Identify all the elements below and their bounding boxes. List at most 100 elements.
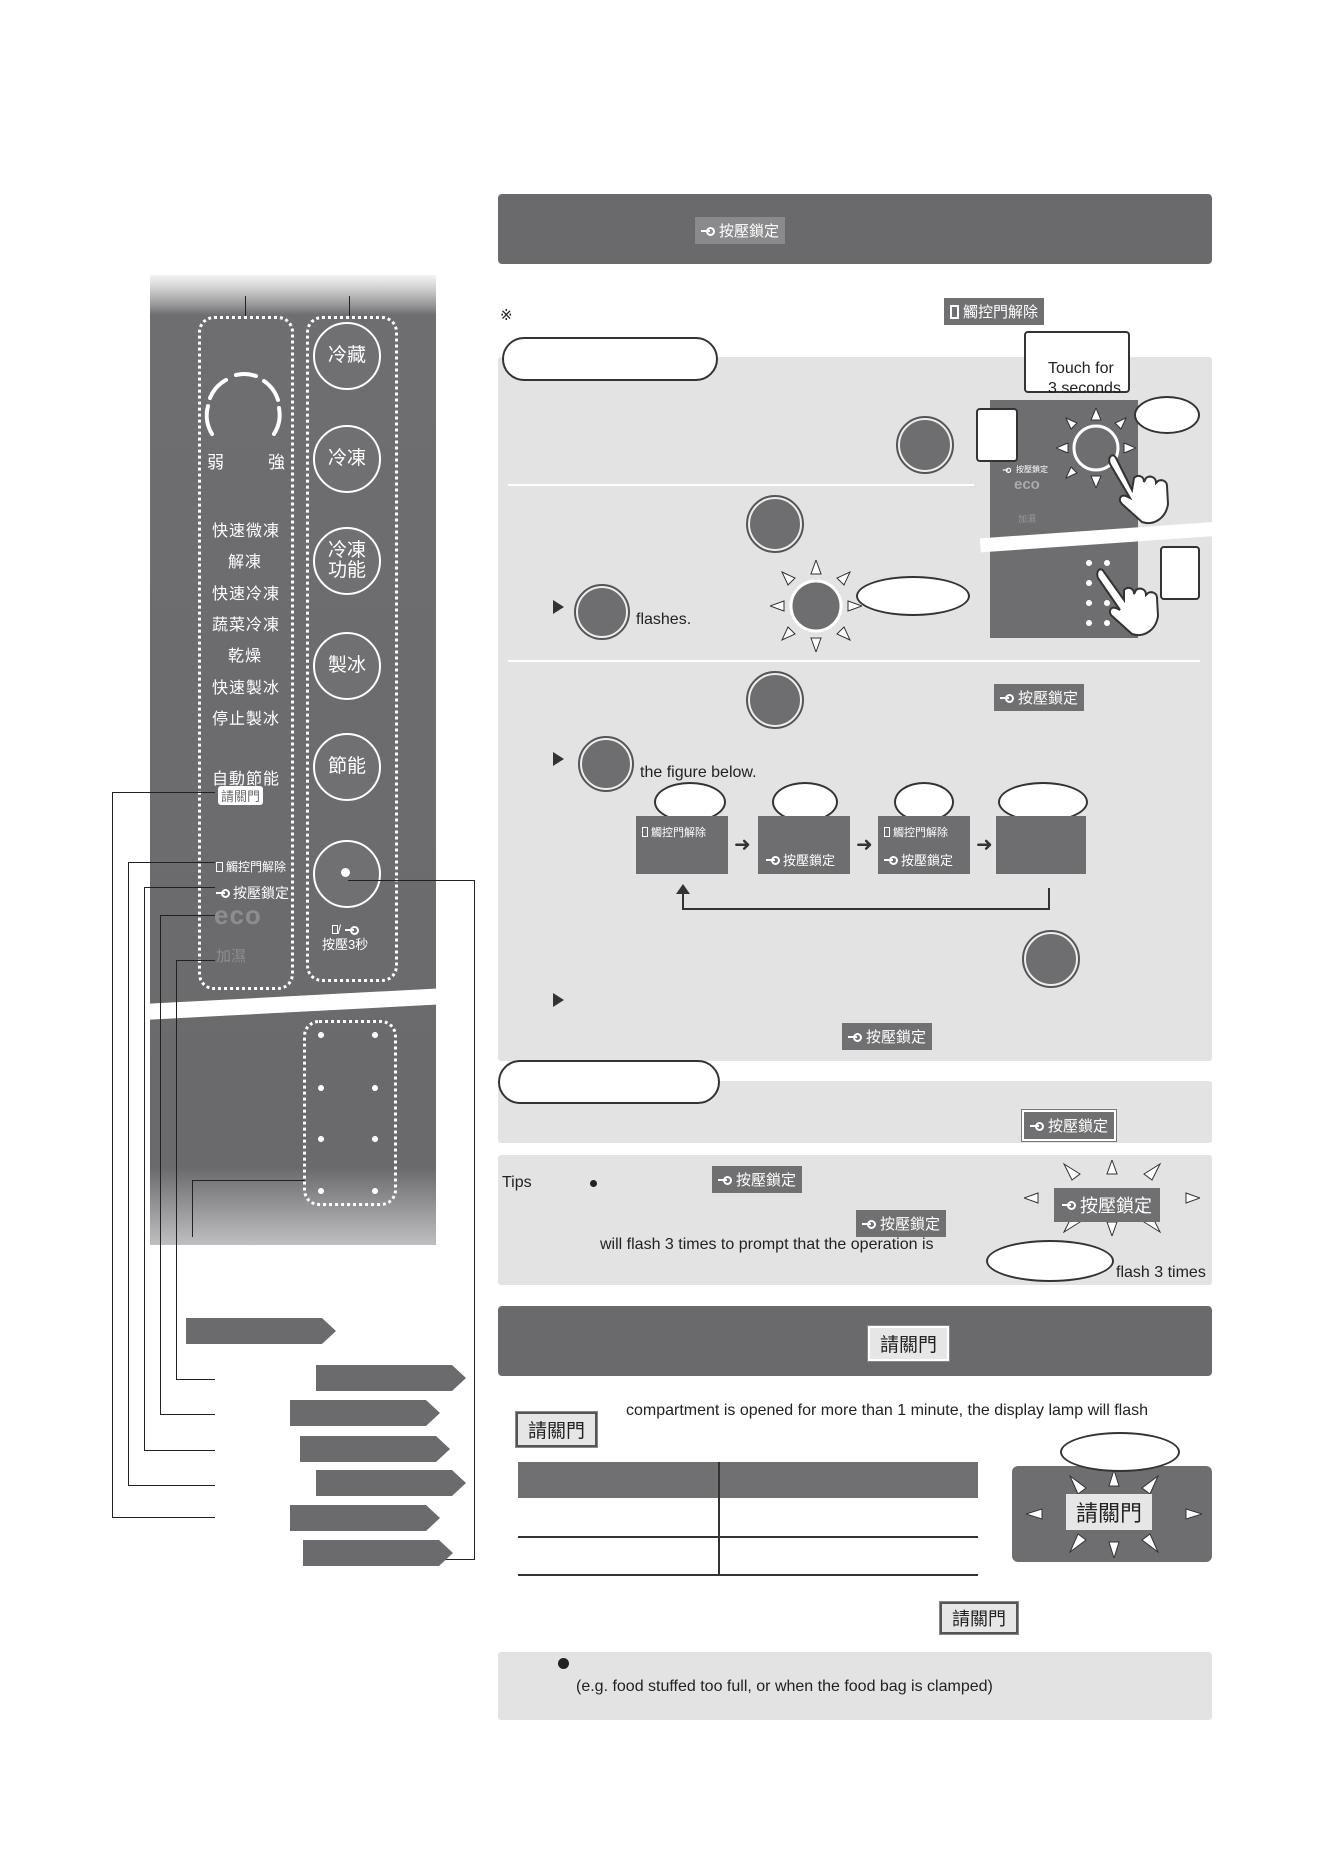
header-lock-tag: 按壓鎖定 bbox=[695, 217, 786, 244]
flashes-text: flashes. bbox=[636, 611, 692, 628]
step2-button-circle bbox=[746, 495, 804, 553]
door-text: compartment is opened for more than 1 mi… bbox=[626, 1402, 1149, 1419]
tips-lock-tag-1: 按壓鎖定 bbox=[712, 1166, 803, 1193]
flow-bubble-4 bbox=[998, 782, 1088, 822]
key-icon bbox=[1062, 1201, 1076, 1210]
lock-button-caption: / 按壓3秒 bbox=[322, 922, 369, 952]
key-icon bbox=[848, 1032, 862, 1042]
flow-state-1: 觸控門解除 bbox=[636, 816, 728, 874]
eco-button[interactable]: 節能 bbox=[313, 733, 381, 801]
door-table-header bbox=[518, 1462, 978, 1498]
door-end-tag: 請關門 bbox=[939, 1601, 1019, 1635]
lock-section-header bbox=[498, 194, 1212, 264]
tips-line: will flash 3 times to prompt that the op… bbox=[600, 1236, 934, 1253]
tips-lock-tag-2: 按壓鎖定 bbox=[856, 1210, 947, 1237]
flow-state-3: 觸控門解除 按壓鎖定 bbox=[878, 816, 970, 874]
ice-button[interactable]: 製冰 bbox=[313, 632, 381, 700]
bullet-arrow bbox=[553, 993, 564, 1007]
step2-small-circle bbox=[574, 584, 630, 640]
lock-procedure-title-pill bbox=[502, 337, 718, 381]
fridge-button[interactable]: 冷藏 bbox=[313, 322, 381, 390]
callout-bar-3 bbox=[290, 1400, 440, 1426]
touch-3s-callout bbox=[1024, 331, 1130, 393]
step4-lock-tag: 按壓鎖定 bbox=[842, 1023, 933, 1050]
dial-weak-label: 弱 bbox=[207, 453, 225, 472]
step3-lock-tag: 按壓鎖定 bbox=[994, 684, 1085, 711]
figure-below-text: the figure below. bbox=[640, 764, 757, 781]
humidify-indicator: 加濕 bbox=[216, 948, 247, 965]
mini-lock-label: 按壓鎖定 bbox=[1000, 464, 1048, 475]
auto-eco-label: 自動節能 bbox=[212, 771, 281, 788]
key-icon bbox=[862, 1219, 876, 1229]
mini-humid-label: 加濕 bbox=[1018, 514, 1037, 524]
dial-strong-label: 強 bbox=[268, 453, 286, 472]
flash-callout-bubble bbox=[1134, 396, 1200, 434]
flow-arrow-1: ➜ bbox=[734, 834, 751, 856]
door-icon bbox=[216, 861, 223, 872]
step4-button-circle bbox=[1022, 930, 1080, 988]
unlock-procedure-title-pill bbox=[498, 1060, 720, 1104]
mode-vegetable-freeze: 蔬菜冷凍 bbox=[212, 617, 281, 634]
callout-bar-2 bbox=[316, 1365, 466, 1391]
small-callout-1 bbox=[976, 408, 1018, 462]
footer-text: (e.g. food stuffed too full, or when the… bbox=[576, 1678, 993, 1695]
key-icon bbox=[718, 1175, 732, 1185]
door-flash-rays bbox=[1026, 1470, 1202, 1558]
flow-arrow-3: ➜ bbox=[976, 834, 993, 856]
key-icon bbox=[701, 226, 715, 236]
key-icon bbox=[1030, 1121, 1044, 1131]
press-lock-indicator: 按壓鎖定 bbox=[216, 883, 289, 903]
step3-small-circle bbox=[578, 736, 634, 792]
tips-label: Tips bbox=[502, 1174, 532, 1191]
mode-quick-micro-freeze: 快速微凍 bbox=[212, 523, 281, 540]
mode-quick-freeze: 快速冷凍 bbox=[212, 586, 281, 603]
key-icon bbox=[1000, 693, 1014, 703]
key-icon-small bbox=[344, 926, 359, 935]
footer-bullet bbox=[558, 1658, 569, 1669]
callout-bar-7 bbox=[303, 1540, 453, 1566]
eco-indicator: eco bbox=[214, 900, 262, 930]
note-mark: ※ bbox=[500, 307, 513, 324]
hand-touch-icon bbox=[1108, 454, 1170, 524]
touch-release-indicator: 觸控門解除 bbox=[216, 858, 286, 875]
freezer-button[interactable]: 冷凍 bbox=[313, 425, 381, 493]
door-section-header bbox=[498, 1306, 1212, 1376]
mode-quick-ice: 快速製冰 bbox=[212, 680, 281, 697]
freezer-function-button[interactable]: 冷凍 功能 bbox=[313, 527, 381, 595]
door-close-tag: 請關門 bbox=[514, 1411, 599, 1448]
flow-state-2: 按壓鎖定 bbox=[758, 816, 850, 874]
close-door-indicator: 請關門 bbox=[218, 786, 264, 805]
callout-bar-1 bbox=[186, 1318, 336, 1344]
tips-big-lock-tag: 按壓鎖定 bbox=[1054, 1188, 1160, 1222]
key-icon bbox=[216, 889, 230, 898]
door-icon bbox=[950, 304, 959, 319]
callout-bar-6 bbox=[290, 1505, 440, 1531]
tips-callout-bubble bbox=[986, 1240, 1114, 1282]
strength-dial bbox=[204, 372, 282, 436]
door-table-divider bbox=[718, 1462, 720, 1574]
tips-bullet bbox=[590, 1180, 597, 1187]
door-big-close-tag: 請關門 bbox=[1066, 1494, 1153, 1530]
bullet-arrow bbox=[553, 600, 564, 614]
callout-bar-5 bbox=[316, 1470, 466, 1496]
mini-eco-label: eco bbox=[1014, 476, 1040, 493]
lock-button[interactable] bbox=[313, 840, 381, 908]
tips-flash-text: flash 3 times bbox=[1116, 1264, 1206, 1281]
hand-lower-icon bbox=[1096, 568, 1160, 636]
step3-button-circle bbox=[746, 671, 804, 729]
header-close-door-tag: 請關門 bbox=[866, 1325, 951, 1362]
step2-callout-bubble bbox=[856, 576, 970, 616]
tips-flash-rays bbox=[1024, 1160, 1200, 1236]
step1-button-circle bbox=[896, 416, 954, 474]
mode-thaw: 解凍 bbox=[228, 554, 263, 571]
lower-dotted-area bbox=[303, 1020, 397, 1206]
flow-return-line bbox=[682, 888, 1050, 910]
mode-stop-ice: 停止製冰 bbox=[212, 711, 281, 728]
door-callout-bubble bbox=[1060, 1432, 1180, 1472]
callout-bar-4 bbox=[300, 1436, 450, 1462]
note-release-tag: 觸控門解除 bbox=[944, 298, 1045, 325]
flow-arrow-2: ➜ bbox=[856, 834, 873, 856]
lock-button-dot bbox=[341, 868, 350, 877]
small-callout-2 bbox=[1160, 546, 1200, 600]
three-seconds-text: 3 seconds bbox=[1048, 380, 1121, 397]
